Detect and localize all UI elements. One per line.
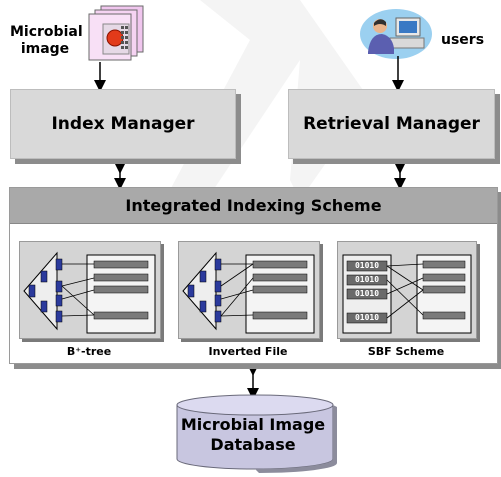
bplus-tree-diagram bbox=[23, 251, 156, 334]
integrated-indexing-header: Integrated Indexing Scheme bbox=[10, 188, 497, 224]
retrieval-manager-label: Retrieval Manager bbox=[303, 114, 480, 134]
sbf-bits-3: 01010 bbox=[354, 289, 380, 298]
sbf-bit-strings: 01010 01010 01010 01010 bbox=[347, 261, 387, 323]
database-cylinder bbox=[176, 394, 337, 473]
sbf-bits-1: 01010 bbox=[354, 261, 380, 270]
users-label: users bbox=[441, 32, 485, 48]
inverted-file-caption: Inverted File bbox=[208, 345, 288, 358]
database-label: Microbial Image Database bbox=[180, 415, 326, 454]
sbf-bits-2: 01010 bbox=[354, 275, 380, 284]
sbf-scheme-diagram bbox=[342, 254, 472, 334]
sbf-scheme-caption: SBF Scheme bbox=[367, 345, 445, 358]
microbial-image-label: Microbial image bbox=[10, 24, 83, 57]
bplus-tree-caption: B⁺-tree bbox=[66, 345, 112, 358]
index-manager-box: Index Manager bbox=[10, 89, 236, 159]
retrieval-manager-box: Retrieval Manager bbox=[288, 89, 495, 159]
image-stack-icon bbox=[88, 5, 144, 61]
index-manager-label: Index Manager bbox=[51, 114, 195, 134]
sbf-bits-4: 01010 bbox=[354, 313, 380, 322]
user-computer-icon bbox=[360, 9, 432, 59]
integrated-indexing-title: Integrated Indexing Scheme bbox=[125, 196, 382, 215]
inverted-file-diagram bbox=[182, 251, 315, 334]
